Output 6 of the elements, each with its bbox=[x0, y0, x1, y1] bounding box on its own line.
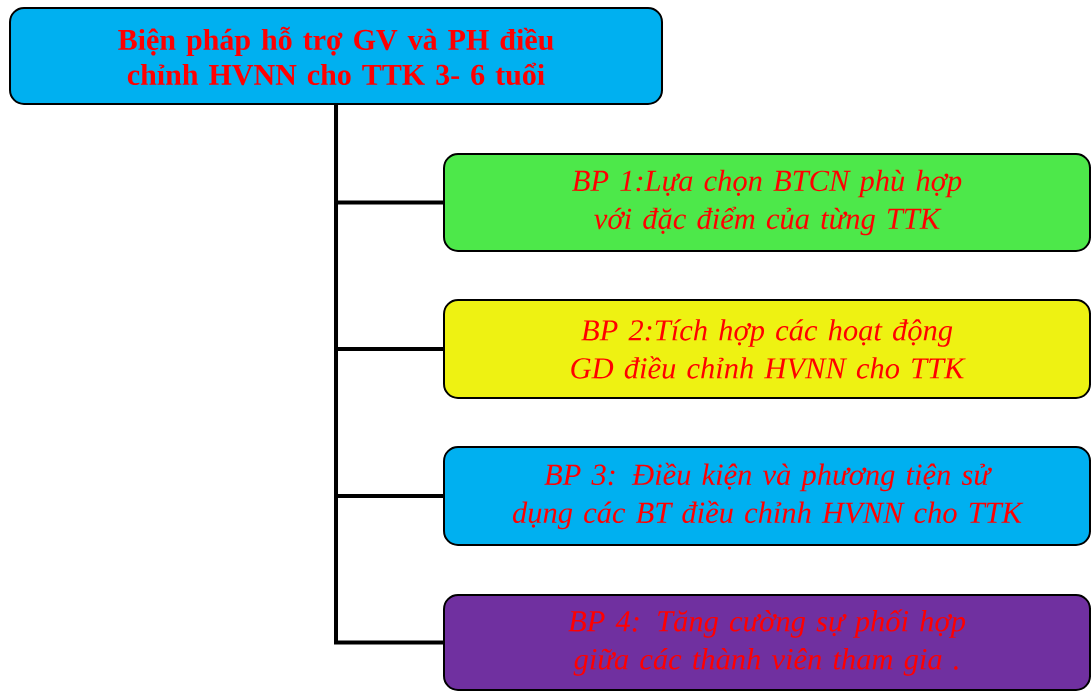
measure-box: BP 4: Tăng cường sự phối hợp giữa các thành viên tham gia . bbox=[443, 594, 1091, 691]
measure-box: BP 1:Lựa chọn BTCN phù hợp với đặc điểm của từng TTK bbox=[443, 153, 1091, 252]
measure-box: BP 3: Điều kiện và phương tiện sử dụng các BT điều chỉnh HVNN cho TTK bbox=[443, 446, 1091, 546]
title-box: Biện pháp hỗ trợ GV và PH điều chỉnh HVNN cho TTK 3- 6 tuổi bbox=[9, 7, 663, 105]
connector-line bbox=[334, 105, 443, 645]
measure-box: BP 2:Tích hợp các hoạt động GD điều chỉnh HVNN cho TTK bbox=[443, 299, 1091, 399]
